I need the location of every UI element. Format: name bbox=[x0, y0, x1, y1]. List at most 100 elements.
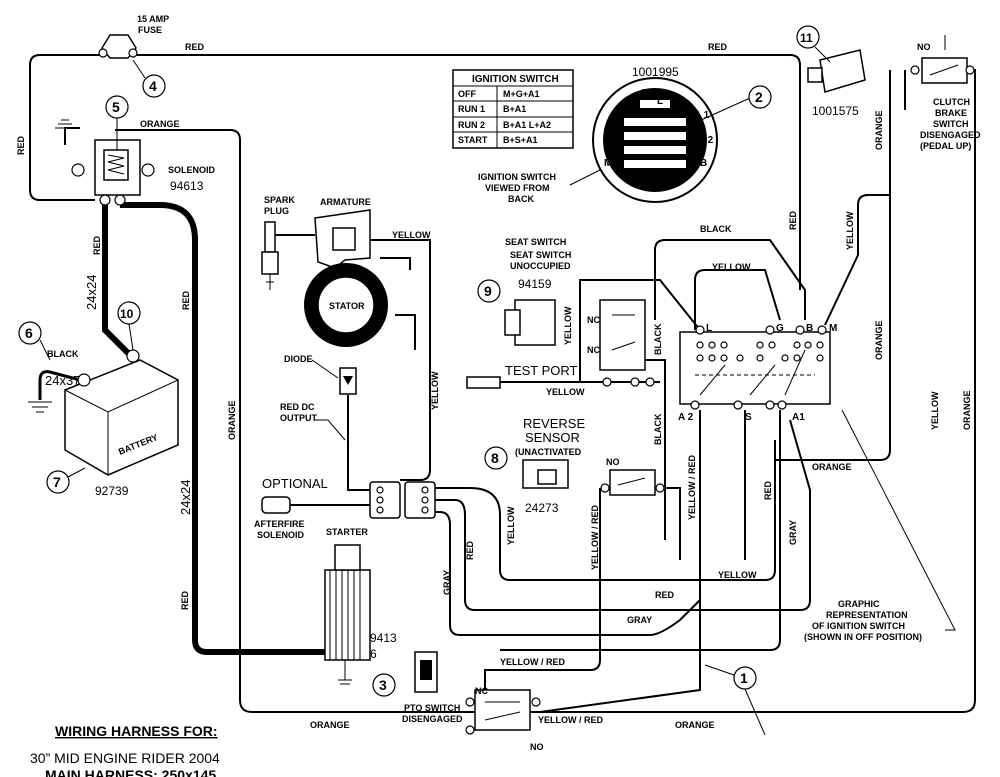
callout-5: 5 bbox=[105, 95, 129, 150]
lbl-orange-clutch: ORANGE bbox=[874, 110, 884, 150]
clutch-no: NO bbox=[917, 42, 931, 52]
fuse-label-2: FUSE bbox=[138, 25, 162, 35]
clutch-5: (PEDAL UP) bbox=[920, 141, 971, 151]
lbl-black: BLACK bbox=[47, 349, 79, 359]
starter-part-1: 9413 bbox=[370, 631, 397, 645]
clutch-3: SWITCH bbox=[933, 119, 969, 129]
lbl-yellow-arm: YELLOW bbox=[392, 230, 431, 240]
graphic-4: (SHOWN IN OFF POSITION) bbox=[804, 632, 922, 642]
ign-viewed-1: IGNITION SWITCH bbox=[478, 172, 556, 182]
lbl-24x24-a: 24x24 bbox=[84, 275, 99, 310]
battery-part: 92739 bbox=[95, 484, 129, 498]
ign-block-M: M bbox=[829, 323, 837, 334]
ign-viewed-3: BACK bbox=[508, 194, 534, 204]
lbl-red-right: RED bbox=[788, 210, 798, 230]
ign-block-A2: A 2 bbox=[678, 412, 694, 423]
optional-label: OPTIONAL bbox=[262, 476, 328, 491]
lbl-yellow-bottom: YELLOW bbox=[718, 570, 757, 580]
test-port-label: TEST PORT bbox=[505, 363, 578, 378]
lbl-red-ign: RED bbox=[763, 480, 773, 500]
ign-switch-part: 1001995 bbox=[632, 65, 679, 79]
clutch-brake-switch: NO CLUTCH BRAKE SWITCH DISENGAGED (PEDAL… bbox=[910, 35, 981, 151]
wire-armature-ground bbox=[380, 257, 411, 270]
ign-table-title: IGNITION SWITCH bbox=[472, 74, 559, 85]
lbl-yellow-test: YELLOW bbox=[546, 387, 585, 397]
wire-yellow-right bbox=[824, 194, 890, 326]
diode-label: DIODE bbox=[284, 354, 313, 364]
fuse-label-1: 15 AMP bbox=[137, 14, 169, 24]
wire-clutch-loop bbox=[775, 70, 891, 461]
afterfire-1: AFTERFIRE bbox=[254, 519, 305, 529]
lbl-black-top: BLACK bbox=[700, 224, 732, 234]
lbl-red-top-1: RED bbox=[185, 42, 205, 52]
wire-yellow-top bbox=[694, 269, 781, 330]
lbl-yellow-red-v2: YELLOW / RED bbox=[590, 505, 600, 571]
seat-switch: SEAT SWITCH SEAT SWITCH UNOCCUPIED 94159… bbox=[504, 237, 655, 387]
ign-row-1-pos: OFF bbox=[458, 89, 476, 99]
lbl-red-low: RED bbox=[180, 590, 190, 610]
svg-text:10: 10 bbox=[120, 307, 134, 321]
clutch-2: BRAKE bbox=[935, 108, 967, 118]
lbl-red-bottom: RED bbox=[655, 590, 675, 600]
wire-yellow-red-1 bbox=[484, 488, 601, 690]
ign-block-A1: A1 bbox=[792, 412, 805, 423]
callout-3: 3 bbox=[372, 673, 396, 697]
ign-row-4-conn: B+S+A1 bbox=[503, 135, 538, 145]
seat-title: SEAT SWITCH bbox=[505, 237, 566, 247]
lbl-orange-left: ORANGE bbox=[227, 400, 237, 440]
seat-sub-2: UNOCCUPIED bbox=[510, 261, 571, 271]
callout-1: 1 bbox=[704, 664, 766, 736]
pto-no: NO bbox=[530, 742, 544, 752]
lbl-red-conn: RED bbox=[465, 540, 475, 560]
wire-gray bbox=[500, 410, 781, 651]
lbl-black-ground: BLACK bbox=[653, 413, 663, 445]
lbl-yellow-top: YELLOW bbox=[712, 262, 751, 272]
clutch-4: DISENGAGED bbox=[920, 130, 981, 140]
diode: DIODE RED DC OUTPUT bbox=[280, 354, 357, 441]
lbl-orange-bottom-2: ORANGE bbox=[675, 720, 715, 730]
lbl-yellow-far: YELLOW bbox=[930, 391, 940, 430]
seat-part: 94159 bbox=[518, 277, 552, 291]
wire-yellow-armature bbox=[370, 239, 431, 481]
callout-6: 6 bbox=[18, 321, 51, 361]
seat-nc-2: NC bbox=[587, 345, 600, 355]
wire-orange-clutch bbox=[760, 69, 976, 713]
armature: ARMATURE bbox=[314, 197, 371, 269]
afterfire-2: SOLENOID bbox=[257, 530, 305, 540]
lbl-red-left: RED bbox=[16, 135, 26, 155]
red-dc-2: OUTPUT bbox=[280, 413, 318, 423]
wire-black-top bbox=[654, 239, 806, 320]
lbl-24x24-b: 24x24 bbox=[178, 480, 193, 515]
callout-4: 4 bbox=[132, 59, 166, 98]
starter: STARTER 9413 6 bbox=[324, 527, 397, 685]
ignition-switch-back: 1001995 G L A 1 A 2 S M B IGNITION SWITC… bbox=[478, 65, 751, 204]
solenoid: SOLENOID 94613 bbox=[55, 119, 216, 206]
lbl-yellow-seat: YELLOW bbox=[563, 306, 573, 345]
ignition-table: IGNITION SWITCH OFF M+G+A1 RUN 1 B+A1 RU… bbox=[452, 69, 574, 149]
lbl-gray-bottom: GRAY bbox=[627, 615, 652, 625]
connector-optional: OPTIONAL AFTERFIRE SOLENOID bbox=[254, 476, 436, 540]
lbl-red-cable: RED bbox=[92, 235, 102, 255]
svg-text:7: 7 bbox=[53, 474, 61, 490]
svg-text:4: 4 bbox=[149, 78, 157, 94]
lbl-orange-ign: ORANGE bbox=[812, 462, 852, 472]
wire-from-connector-2 bbox=[430, 419, 811, 611]
ign-row-2-conn: B+A1 bbox=[503, 104, 526, 114]
lbl-yellow-red-h: YELLOW / RED bbox=[500, 657, 566, 667]
reverse-2: SENSOR bbox=[525, 430, 580, 445]
lbl-orange-far: ORANGE bbox=[962, 390, 972, 430]
svg-text:5: 5 bbox=[112, 99, 120, 115]
callouts: 1 2 3 4 5 6 7 8 9 10 11 bbox=[18, 25, 831, 736]
pto-label-1: PTO SWITCH bbox=[404, 703, 460, 713]
harness-model: 30” MID ENGINE RIDER 2004 bbox=[30, 750, 220, 766]
fuse: 15 AMP FUSE bbox=[98, 14, 169, 59]
ign-row-3-conn: B+A1 L+A2 bbox=[503, 120, 551, 130]
callout-11: 11 bbox=[796, 25, 831, 63]
ignition-graphic-block: L G B M A 2 S A1 bbox=[678, 323, 837, 423]
solenoid-label: SOLENOID bbox=[168, 165, 216, 175]
ign-block-G: G bbox=[776, 323, 784, 334]
callout-10: 10 bbox=[117, 301, 141, 351]
wire-red-dc bbox=[347, 395, 380, 491]
ign-viewed-2: VIEWED FROM bbox=[485, 183, 550, 193]
